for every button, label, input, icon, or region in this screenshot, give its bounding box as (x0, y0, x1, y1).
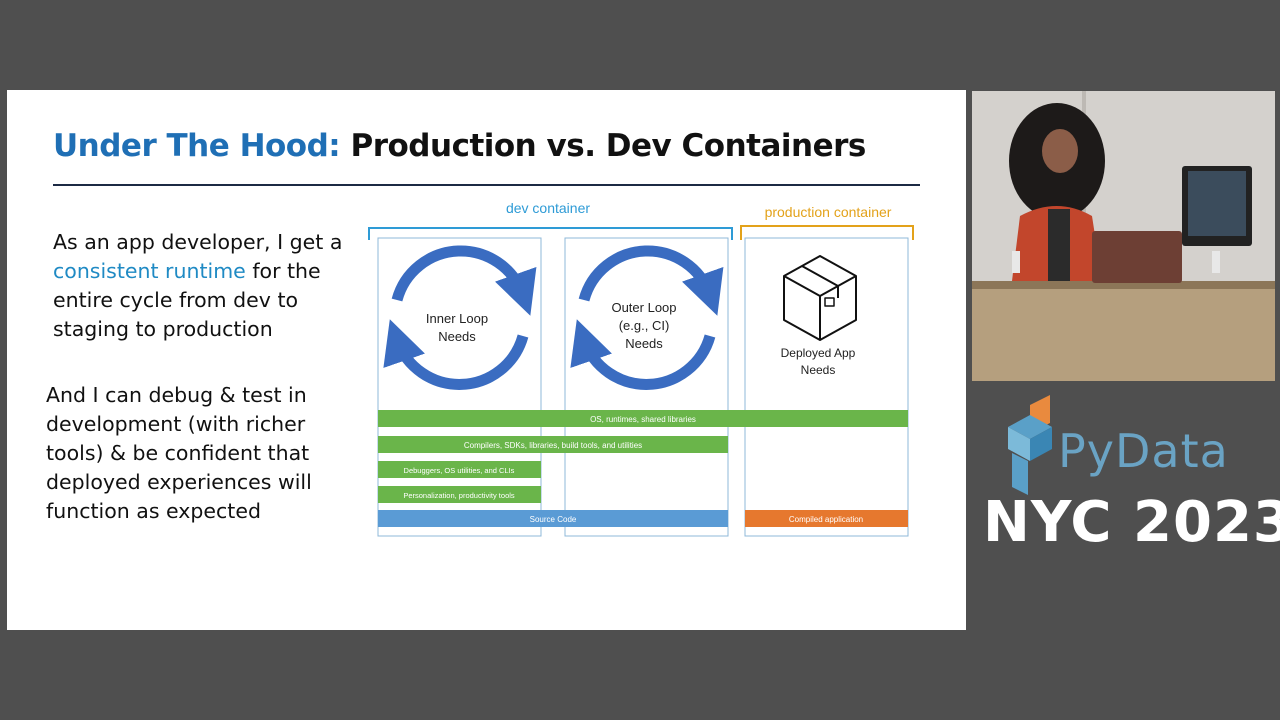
slide: Under The Hood: Production vs. Dev Conta… (7, 90, 966, 630)
title-divider (53, 184, 920, 186)
deployed-app-column (744, 237, 909, 537)
debuggers-bar-label: Debuggers, OS utilities, and CLIs (404, 466, 515, 475)
inner-loop-cycle-icon (383, 245, 537, 390)
deployed-app-label-1: Deployed App (781, 346, 856, 360)
dev-container-bracket (368, 227, 733, 240)
pydata-wordmark: PyData (1058, 424, 1229, 478)
compiled-application-bar (745, 510, 908, 527)
compiled-application-bar-label: Compiled application (789, 515, 863, 524)
slide-title: Under The Hood: Production vs. Dev Conta… (53, 128, 866, 164)
slide-title-rest: Production vs. Dev Containers (350, 128, 867, 164)
paragraph-debug-test: And I can debug & test in development (w… (46, 383, 312, 523)
outer-loop-column (564, 237, 729, 537)
debuggers-bar (378, 461, 541, 478)
os-runtimes-bar-label: OS, runtimes, shared libraries (590, 415, 696, 424)
inner-loop-label-2: Needs (438, 329, 476, 344)
personalization-bar (378, 486, 541, 503)
outer-loop-label-3: Needs (625, 336, 663, 351)
package-box-icon (783, 255, 857, 341)
p1-text-before: As an app developer, I get a (53, 230, 343, 254)
personalization-bar-label: Personalization, productivity tools (403, 491, 515, 500)
container-diagram: dev container production container Inner… (368, 200, 914, 537)
compilers-bar-label: Compilers, SDKs, libraries, build tools,… (464, 441, 642, 450)
p1-highlight: consistent runtime (53, 259, 246, 283)
speaker-video (972, 91, 1275, 381)
outer-loop-label-1: Outer Loop (611, 300, 676, 315)
production-container-label: production container (765, 204, 892, 220)
dev-container-label: dev container (506, 200, 590, 216)
paragraph-consistent-runtime: As an app developer, I get a consistent … (53, 228, 353, 344)
deployed-app-label-2: Needs (801, 363, 836, 377)
pydata-logo (1008, 395, 1052, 495)
production-container-bracket (740, 225, 914, 240)
speaker-scene-image (972, 91, 1275, 381)
inner-loop-column (377, 237, 542, 537)
os-runtimes-bar (378, 410, 908, 427)
source-code-bar-label: Source Code (530, 515, 577, 524)
inner-loop-label-1: Inner Loop (426, 311, 488, 326)
compilers-bar (378, 436, 728, 453)
outer-loop-cycle-icon (570, 245, 724, 390)
slide-title-accent: Under The Hood: (53, 128, 341, 164)
outer-loop-label-2: (e.g., CI) (619, 318, 670, 333)
event-name: NYC 2023 (983, 490, 1280, 555)
p1-text-after: for the entire cycle from dev to staging… (53, 259, 321, 341)
source-code-bar (378, 510, 728, 527)
